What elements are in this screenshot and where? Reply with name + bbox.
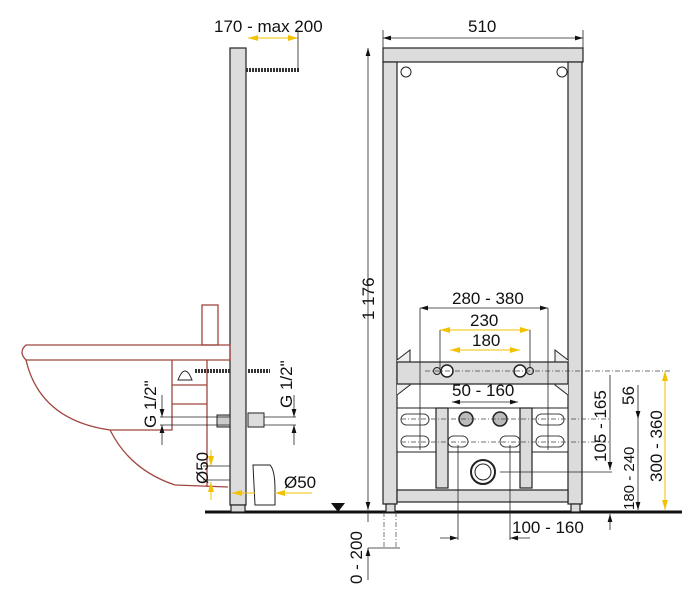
supply-spacing-label: 50 - 160 <box>452 381 514 400</box>
drain-diameter-vertical-label: Ø50 <box>193 452 212 484</box>
frame-left-post <box>382 61 398 505</box>
side-frame-post <box>229 47 247 506</box>
side-projection-label: 170 - max 200 <box>214 17 323 36</box>
anchor-spacing-230-label: 230 <box>470 311 498 330</box>
supply-offset-56-label: 56 <box>619 386 638 405</box>
thread-label-left: G 1/2" <box>141 380 160 428</box>
foot-adjust-label: 0 - 200 <box>347 531 366 584</box>
frame-top-rail <box>382 47 584 63</box>
drain-offset-label: 100 - 160 <box>512 518 584 537</box>
bidet-outline <box>21 304 231 488</box>
floor-level-marker-icon <box>331 503 345 512</box>
anchor-spacing-180-label: 180 <box>472 331 500 350</box>
frame-bottom-rail <box>396 489 569 503</box>
drain-diameter-horizontal-label: Ø50 <box>284 473 316 492</box>
supply-height-range-label: 105 - 165 <box>591 390 610 462</box>
frame-width-label: 510 <box>468 17 496 36</box>
drain-elbow <box>252 464 276 506</box>
anchor-height-label: 300 - 360 <box>647 410 666 482</box>
side-view: 170 - max 200 G 1/2" G 1/2" Ø50 <box>21 17 323 513</box>
drain-height-label: 180 - 240 <box>621 447 638 510</box>
frame-right-post <box>567 61 583 505</box>
thread-label-right: G 1/2" <box>277 360 296 408</box>
mounting-plate <box>396 407 569 453</box>
front-view: 510 1 176 280 - 380 230 180 50 - 160 100… <box>347 17 670 584</box>
outer-spacing-label: 280 - 380 <box>452 289 524 308</box>
frame-height-label: 1 176 <box>359 277 378 320</box>
